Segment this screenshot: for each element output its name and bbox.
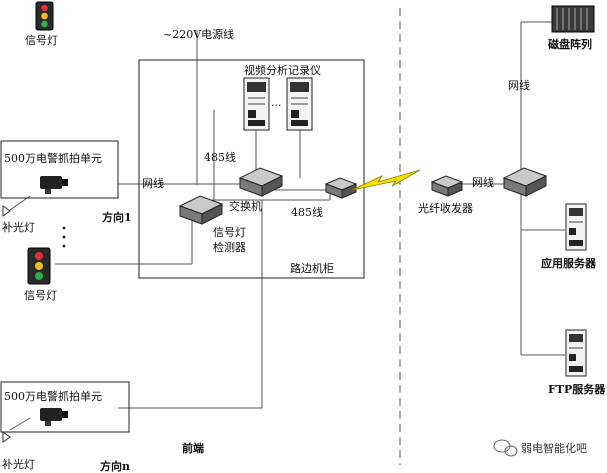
more-directions-dots — [62, 226, 66, 248]
signal-detector-icon — [178, 195, 224, 225]
traffic-light-mid-label: 信号灯 — [24, 289, 57, 302]
backbone-switch-icon — [502, 167, 548, 197]
net-line-right-label: 网线 — [472, 175, 494, 189]
fill-light-1-icon — [2, 205, 11, 217]
app-server-icon — [565, 203, 587, 251]
camera-unit-n-box — [0, 381, 130, 433]
line-485-bottom-label: 485线 — [291, 205, 323, 219]
ftp-server-icon — [565, 329, 587, 377]
roadside-cabinet-label: 路边机柜 — [290, 261, 334, 275]
power-line-label: ~220V电源线 — [163, 27, 234, 41]
disk-array-label: 磁盘阵列 — [548, 37, 592, 51]
camera-unit-1-label: 500万电警抓拍单元 — [4, 151, 102, 165]
traffic-light-mid-icon — [27, 247, 51, 285]
direction-n-label: 方向n — [100, 459, 130, 473]
roadside-cabinet-box — [138, 59, 365, 279]
fill-light-n-label: 补光灯 — [2, 457, 35, 471]
signal-detector-label-2: 检测器 — [213, 240, 246, 254]
recorder-ellipsis: ... — [271, 96, 282, 109]
switch-label: 交换机 — [229, 199, 262, 213]
video-recorder-left-icon — [243, 77, 270, 131]
optical-transceiver-icon — [430, 175, 464, 197]
fill-light-1-label: 补光灯 — [2, 220, 35, 234]
traffic-light-top-icon — [35, 1, 54, 31]
camera-unit-n-label: 500万电警抓拍单元 — [4, 389, 102, 403]
camera-unit-1-box — [0, 140, 119, 199]
app-server-label: 应用服务器 — [541, 256, 597, 270]
front-end-label: 前端 — [182, 441, 204, 455]
fiber-link-icon — [351, 169, 421, 191]
disk-array-icon — [551, 5, 595, 33]
camera-1-icon — [40, 176, 68, 194]
video-recorder-label: 视频分析记录仪 — [244, 63, 321, 77]
optical-transceiver-label: 光纤收发器 — [418, 201, 473, 215]
traffic-light-top-label: 信号灯 — [25, 34, 58, 47]
net-line-vertical-label: 网线 — [508, 78, 530, 92]
switch-icon — [238, 167, 284, 197]
net-line-left-label: 网线 — [142, 176, 164, 190]
watermark-text: 弱电智能化吧 — [521, 441, 587, 455]
fill-light-n-icon — [2, 431, 11, 443]
ftp-server-label: FTP服务器 — [548, 382, 606, 396]
direction-1-label: 方向1 — [102, 210, 132, 224]
camera-n-icon — [40, 408, 68, 426]
line-485-top-label: 485线 — [204, 150, 236, 164]
video-recorder-right-icon — [286, 77, 313, 131]
signal-detector-label-1: 信号灯 — [213, 226, 246, 239]
wechat-icon — [493, 439, 518, 457]
cabinet-transceiver-icon — [324, 177, 358, 199]
